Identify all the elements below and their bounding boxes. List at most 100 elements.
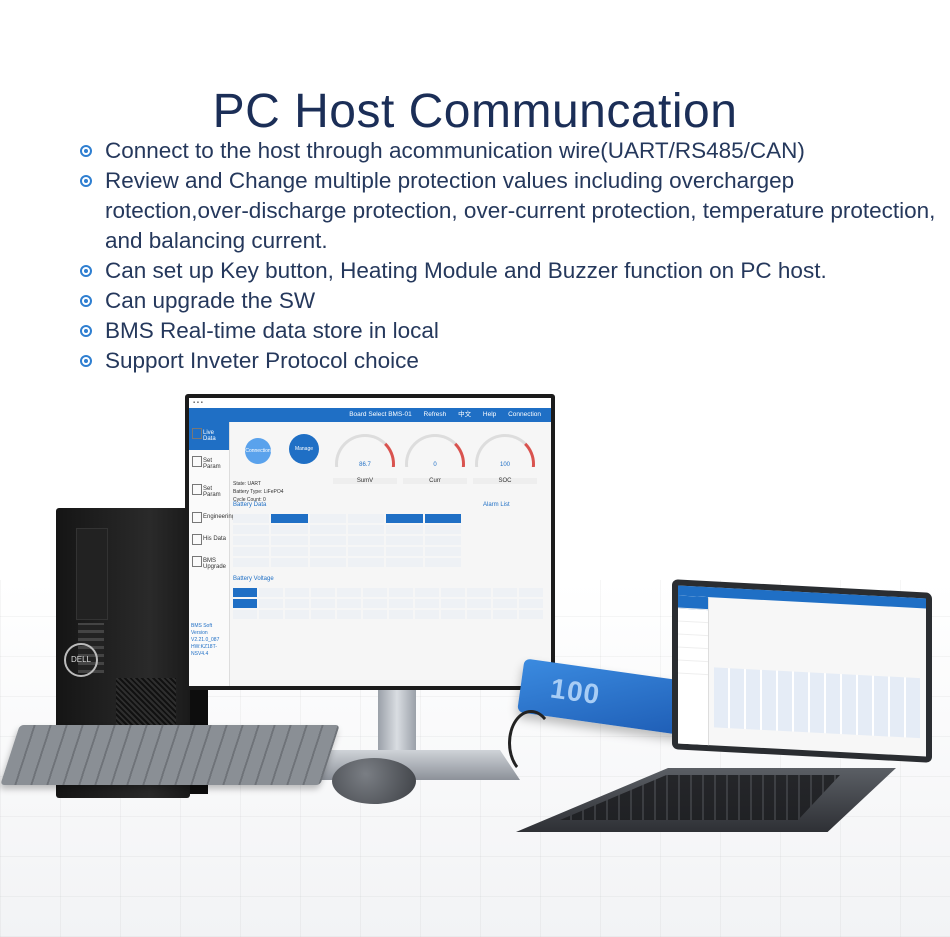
voltage-cell [311, 599, 335, 608]
connection-button[interactable]: Connection [245, 438, 271, 464]
battery-data-title: Battery Data [233, 502, 267, 508]
feature-list: Connect to the host through acommunicati… [80, 136, 940, 376]
battery-brand: 100 [548, 672, 603, 711]
data-cell [271, 514, 308, 523]
sidebar-item-engineering[interactable]: Engineering [189, 506, 235, 528]
voltage-cell [519, 599, 543, 608]
battery-type-text: Battery Type: LiFePO4 [233, 489, 284, 495]
gauge-label: SOC [473, 478, 537, 484]
feature-text: Connect to the host through acommunicati… [105, 138, 805, 163]
data-cell [347, 536, 385, 545]
data-cell [309, 525, 346, 534]
battery-data-grid [233, 514, 461, 567]
version-status: BMS Soft Version V2.21.0_087 HW:KZ18T-NS… [191, 623, 227, 658]
data-cell [271, 547, 308, 556]
version-hw: HW:KZ18T-NSV4.4 [191, 644, 218, 657]
data-cell [271, 558, 308, 567]
laptop-app-sidebar [678, 595, 709, 746]
voltage-cell [389, 599, 413, 608]
voltage-cell [389, 588, 413, 597]
cable [508, 710, 554, 776]
app-sidebar: Live Data Set Param Set Param Engineerin… [189, 422, 235, 686]
mouse [332, 758, 416, 804]
voltage-cell [467, 588, 491, 597]
data-cell [233, 514, 270, 523]
voltage-cell [311, 588, 335, 597]
laptop-screen [672, 579, 932, 763]
data-cell [309, 536, 346, 545]
app-main: Connection Manage State: UART Battery Ty… [233, 426, 547, 682]
voltage-cell [519, 610, 543, 619]
feature-text: Can upgrade the SW [105, 288, 316, 313]
sidebar-item-live-data[interactable]: Live Data [189, 422, 229, 450]
sidebar-item-bms-upgrade[interactable]: BMS Upgrade [189, 550, 229, 578]
app-nav: Board Select BMS-01 Refresh 中文 Help Conn… [189, 408, 551, 422]
data-cell [347, 547, 385, 556]
drive-bay [76, 528, 108, 620]
laptop-sidebar-item[interactable] [678, 660, 708, 676]
data-cell [271, 536, 308, 545]
voltage-cell [233, 610, 257, 619]
gauge-sumv: 86.7 SumV [333, 434, 397, 484]
voltage-cell [285, 588, 309, 597]
voltage-cell [233, 588, 257, 597]
voltage-cell [363, 610, 387, 619]
monitor-neck [378, 685, 416, 755]
sidebar-item-set-param[interactable]: Set Param [189, 450, 229, 478]
info-block: State: UART Battery Type: LiFePO4 Cycle … [233, 480, 284, 504]
feature-text: Support Inveter Protocol choice [105, 348, 419, 373]
voltage-cell [493, 599, 517, 608]
voltage-cell [415, 599, 439, 608]
version-label: BMS Soft Version [191, 623, 213, 636]
keyboard [0, 725, 340, 785]
dell-logo-icon: DELL [64, 643, 98, 677]
feature-item: Review and Change multiple protection va… [80, 166, 940, 256]
manage-button[interactable]: Manage [289, 434, 319, 464]
data-cell [233, 558, 270, 567]
gauge-value: 0 [433, 462, 437, 468]
voltage-cell [285, 599, 309, 608]
nav-help[interactable]: Help [482, 411, 497, 418]
voltage-cell [363, 599, 387, 608]
voltage-cell [259, 610, 283, 619]
voltage-cell [389, 610, 413, 619]
voltage-cell [337, 599, 361, 608]
voltage-cell [441, 610, 465, 619]
voltage-cell [415, 588, 439, 597]
data-cell [271, 525, 308, 534]
voltage-cell [467, 610, 491, 619]
data-cell [386, 525, 423, 534]
data-cell [233, 547, 270, 556]
data-cell [347, 558, 385, 567]
bullet-icon [80, 355, 92, 367]
voltage-cell [311, 610, 335, 619]
feature-item: Can set up Key button, Heating Module an… [80, 256, 940, 286]
nav-refresh[interactable]: Refresh [423, 411, 447, 418]
data-cell [386, 514, 423, 523]
voltage-cell [493, 610, 517, 619]
feature-text: Review and Change multiple protection va… [105, 168, 936, 253]
laptop-param-grid [714, 667, 920, 739]
battery-voltage-title: Battery Voltage [233, 576, 274, 582]
data-cell [424, 558, 461, 567]
voltage-cell [233, 599, 257, 608]
bullet-icon [80, 295, 92, 307]
voltage-cell [337, 588, 361, 597]
voltage-cell [493, 588, 517, 597]
sidebar-item-set-param-2[interactable]: Set Param [189, 478, 229, 506]
voltage-cell [363, 588, 387, 597]
sidebar-item-his-data[interactable]: His Data [189, 528, 229, 550]
nav-language[interactable]: 中文 [458, 411, 472, 418]
voltage-cell [441, 588, 465, 597]
data-cell [424, 525, 461, 534]
nav-connection[interactable]: Connection [508, 411, 541, 418]
data-cell [347, 525, 385, 534]
feature-item: Can upgrade the SW [80, 286, 940, 316]
data-cell [233, 536, 270, 545]
voltage-cell [467, 599, 491, 608]
voltage-cell [259, 599, 283, 608]
bullet-icon [80, 175, 92, 187]
nav-board-select[interactable]: Board Select BMS-01 [349, 411, 412, 418]
voltage-cell [259, 588, 283, 597]
bullet-icon [80, 325, 92, 337]
